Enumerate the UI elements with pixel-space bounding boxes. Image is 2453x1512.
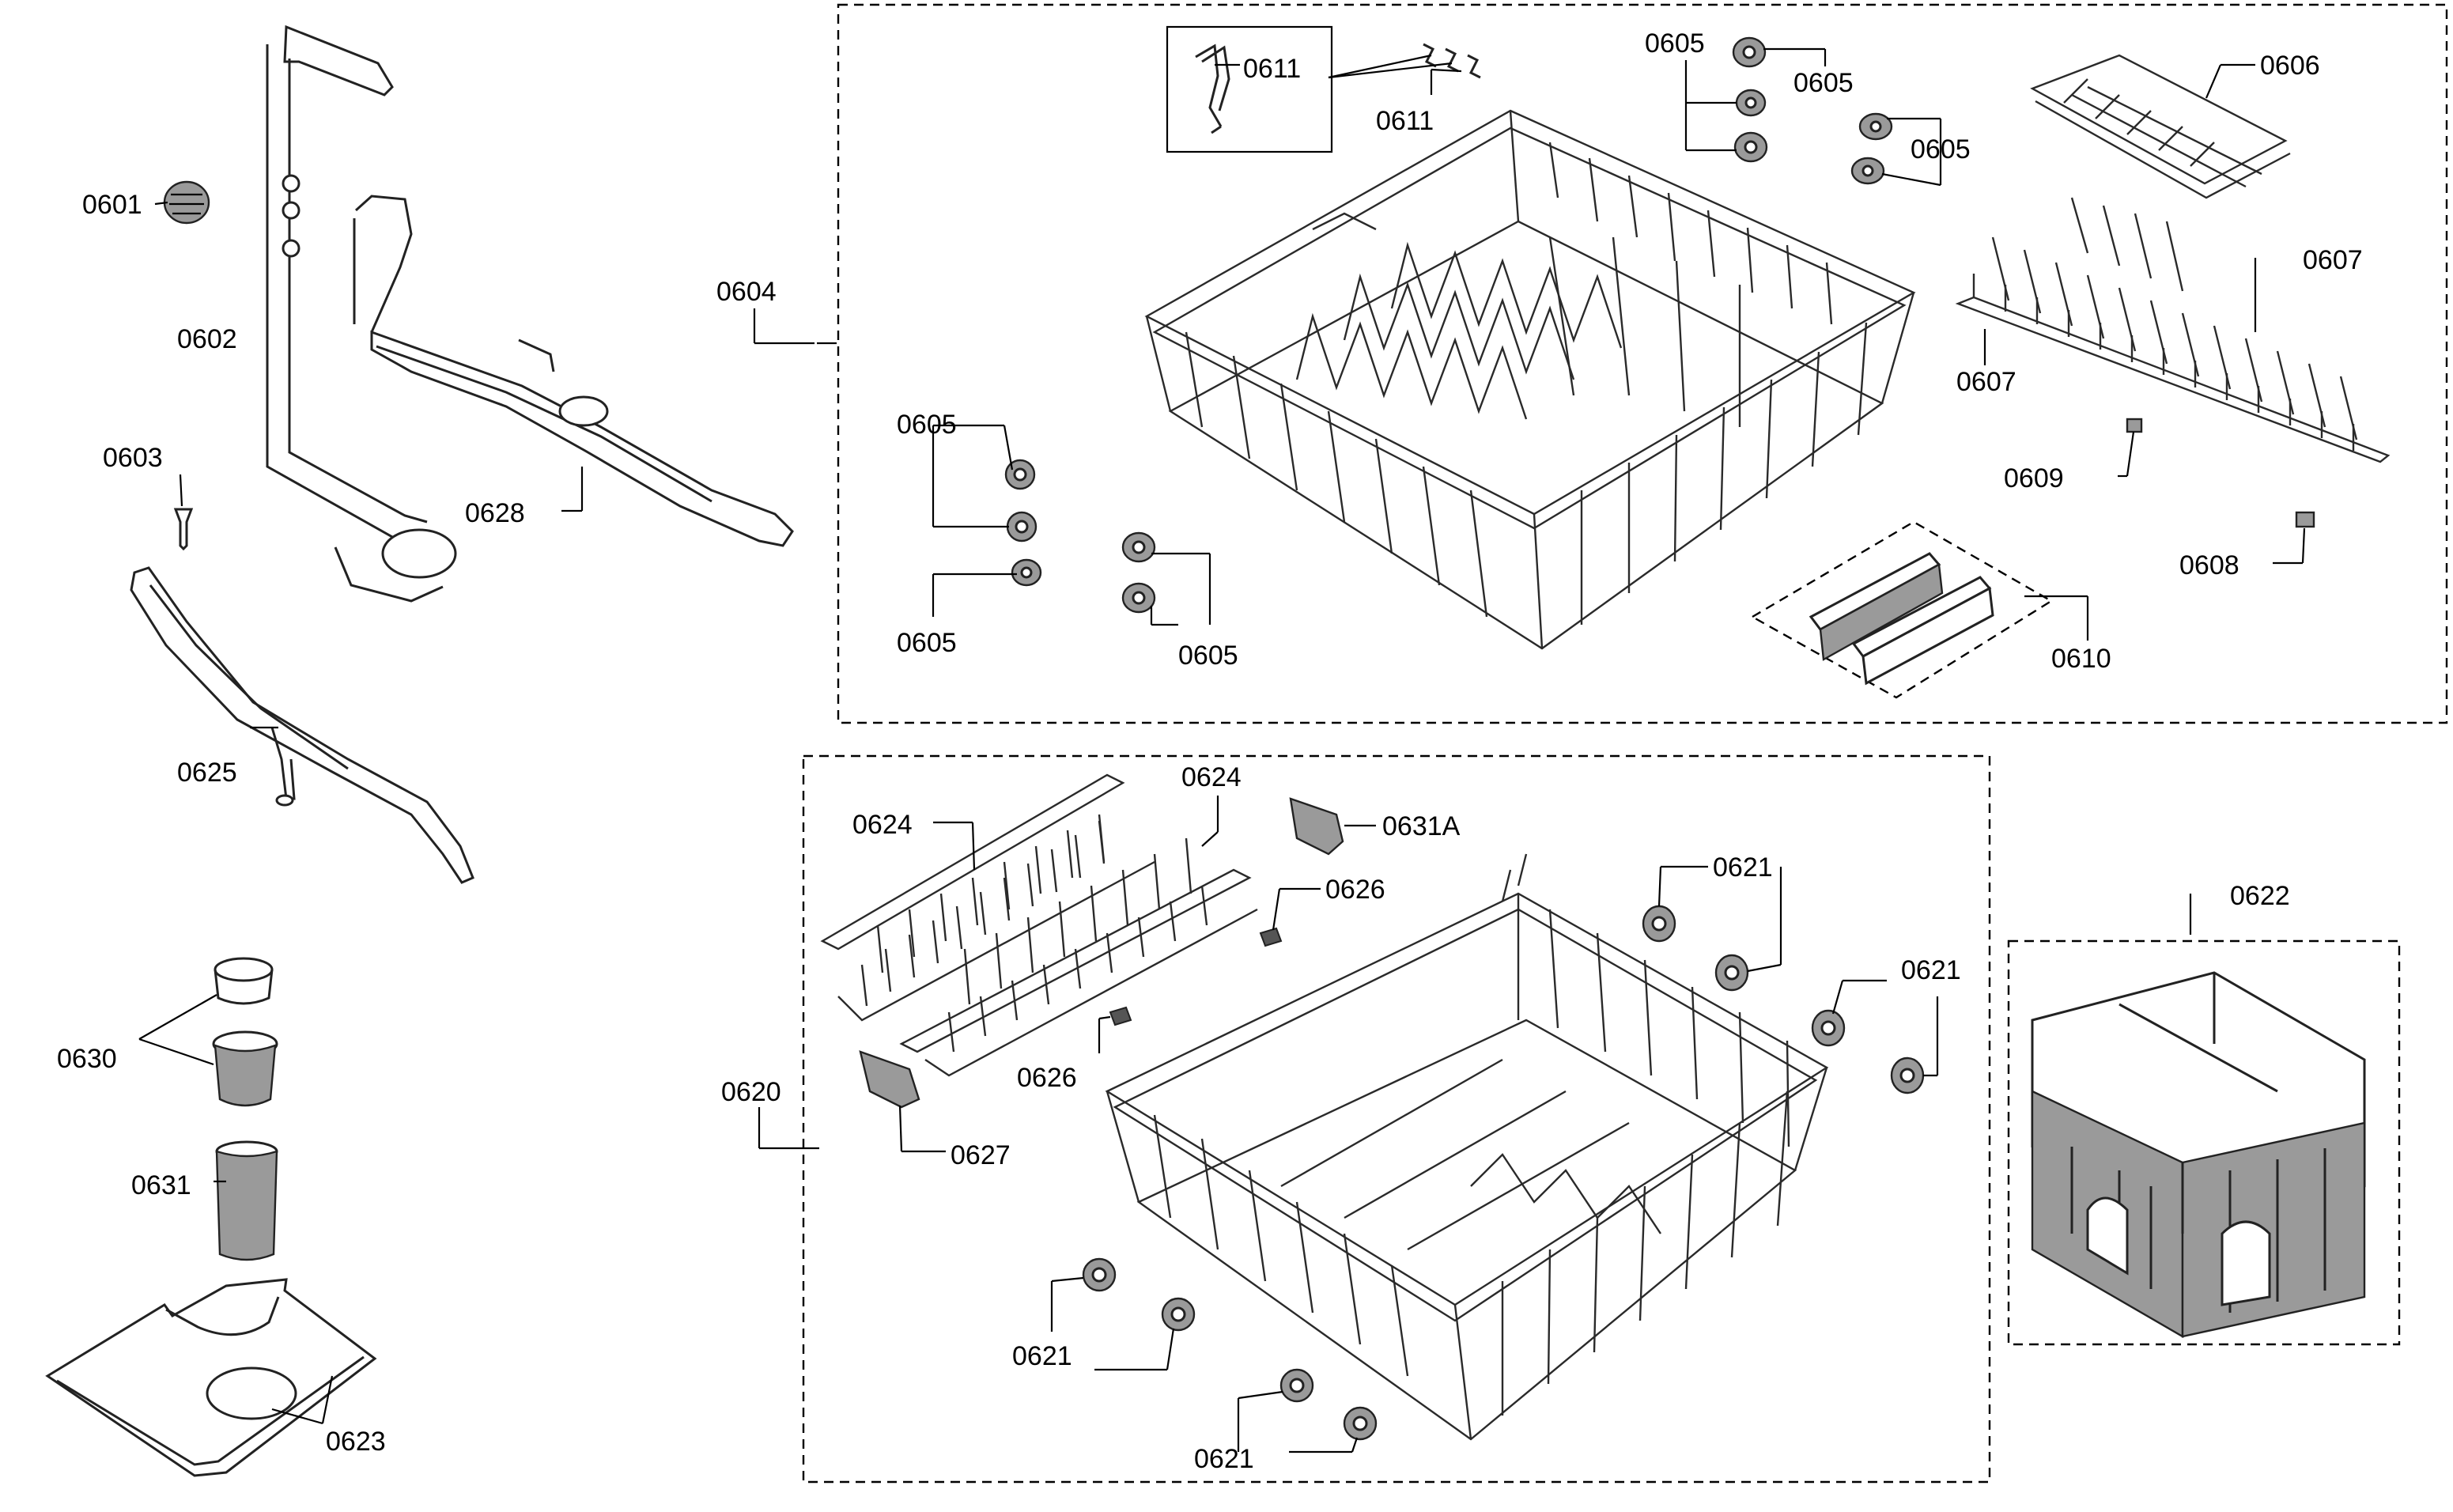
screw-part — [173, 508, 194, 551]
label-0608: 0608 — [2179, 550, 2239, 580]
cutlery-basket-group-box — [2007, 939, 2401, 1346]
clip-0626-lower-part — [1109, 1006, 1132, 1026]
label-0604: 0604 — [716, 277, 777, 307]
filter-cap-part — [163, 180, 210, 225]
upper-spray-arm-part — [353, 195, 794, 547]
micro-filter-part — [215, 1140, 278, 1261]
label-0610: 0610 — [2051, 644, 2111, 674]
supply-pipe-part — [266, 25, 457, 603]
label-0605-left-b: 0605 — [897, 628, 957, 658]
lower-rack-basket-part — [1105, 853, 1829, 1441]
label-0603: 0603 — [103, 443, 163, 473]
label-0626-lower: 0626 — [1017, 1063, 1077, 1093]
fine-filter-part — [212, 957, 278, 1107]
filter-cap-mesh — [169, 193, 204, 215]
label-0631a: 0631A — [1382, 811, 1461, 841]
lower-tine-rack-left — [820, 773, 1155, 1022]
flat-filter-plate-part — [45, 1278, 377, 1477]
tine-row-part — [1955, 197, 2391, 463]
component-0611-box — [1166, 25, 1333, 153]
lower-rack-group-box — [802, 754, 1991, 1484]
label-0621-bottom-b: 0621 — [1194, 1444, 1254, 1474]
clip-0627-part — [859, 1050, 920, 1109]
clip-0608-part — [2295, 511, 2315, 528]
upper-rack-basket-part — [1144, 109, 1916, 650]
label-0611-outer: 0611 — [1376, 106, 1434, 136]
lower-spray-arm-part — [130, 566, 474, 884]
upper-rack-group-box — [837, 3, 2448, 724]
label-0605-left-a: 0605 — [897, 410, 957, 440]
label-0609: 0609 — [2004, 463, 2064, 493]
label-0621-top-a: 0621 — [1713, 852, 1773, 883]
clip-0609-part — [2126, 418, 2143, 433]
label-0620: 0620 — [721, 1077, 781, 1107]
label-0605-top-c: 0605 — [1911, 134, 1971, 164]
label-0626-upper: 0626 — [1325, 875, 1385, 905]
label-0602: 0602 — [177, 324, 237, 354]
label-0631: 0631 — [131, 1170, 191, 1200]
label-0601: 0601 — [82, 190, 142, 220]
label-0611-inner: 0611 — [1243, 54, 1301, 84]
cup-shelf-part — [2030, 54, 2291, 199]
rack-clip-part — [1195, 43, 1230, 134]
lower-rack-wheels — [1082, 905, 1925, 1441]
label-0607-left: 0607 — [1956, 367, 2016, 397]
label-0621-top-b: 0621 — [1901, 955, 1961, 985]
label-0624-right: 0624 — [1181, 762, 1242, 792]
label-0622: 0622 — [2230, 881, 2290, 911]
label-0605-top-a: 0605 — [1645, 28, 1705, 59]
label-0623: 0623 — [326, 1427, 386, 1457]
label-0628: 0628 — [465, 498, 525, 528]
label-0627: 0627 — [951, 1140, 1011, 1170]
rack-handle-part — [1809, 552, 1994, 686]
label-0624-left: 0624 — [852, 810, 913, 840]
label-0630: 0630 — [57, 1044, 117, 1074]
cutlery-basket-part — [2031, 971, 2366, 1339]
label-0605-left-c: 0605 — [1178, 641, 1238, 671]
label-0625: 0625 — [177, 758, 237, 788]
label-0606: 0606 — [2260, 51, 2320, 81]
clip-0626-upper-part — [1259, 927, 1283, 947]
label-0607-right: 0607 — [2303, 245, 2363, 275]
clip-0631a-part — [1289, 797, 1344, 856]
leader-lines — [138, 47, 2306, 1453]
upper-rack-wheels — [1004, 36, 1893, 614]
lower-tine-rack-right — [899, 837, 1258, 1077]
label-0605-top-b: 0605 — [1793, 68, 1854, 98]
label-0621-bottom-a: 0621 — [1012, 1341, 1072, 1371]
